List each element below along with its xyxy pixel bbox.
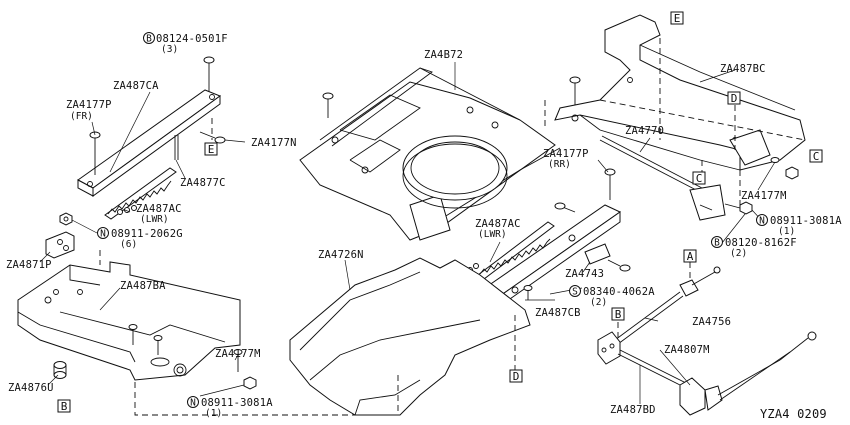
svg-text:B: B [615,308,622,321]
label-za487ca: ZA487CA [113,80,159,92]
label-za4177n: ZA4177N [251,137,297,149]
connector-za487bd [597,331,691,390]
svg-text:E: E [208,143,215,156]
ref-box-b-right: B [611,307,625,321]
bolt-za487bc-top [569,76,581,105]
ref-box-e-left: E [204,142,218,156]
label-08911-3081a-right: 08911-3081A [770,215,842,227]
label-za4871p: ZA4871P [6,259,52,271]
svg-text:C: C [813,150,820,163]
ref-box-a: A [683,249,697,263]
label-08911-3081a-left-qty: (1) [205,408,222,419]
circle-s-08340: S [569,285,581,298]
svg-text:N: N [100,229,106,240]
label-za4726n: ZA4726N [318,249,364,261]
svg-text:B: B [146,34,152,45]
label-za4b72: ZA4B72 [424,49,463,61]
label-za4177m-right: ZA4177M [741,190,787,202]
label-za487ac-mid-sub: (LWR) [478,229,507,240]
svg-text:B: B [61,400,68,413]
bolt-za4177p-rr [604,168,616,200]
label-08124-0501f: 08124-0501F [156,33,228,45]
label-08120-8162f: 08120-8162F [725,237,797,249]
label-08911-2062g-qty: (6) [120,239,137,250]
label-08124-0501f-qty: (3) [161,44,178,55]
leader-lines [39,62,776,404]
circle-b-08124: B [143,32,155,45]
label-za487cb: ZA487CB [535,307,581,319]
cable-za4756 [614,266,721,345]
cover-za4726n [289,257,531,416]
swivel-ring [402,135,508,209]
svg-text:B: B [714,238,720,249]
bracket-za487bc [554,14,806,171]
svg-text:D: D [731,92,738,105]
alignment-lines [99,38,806,416]
bolts-base-plate [128,324,243,372]
circle-n-3081a-right: N [756,214,768,227]
ref-box-c-right: C [809,149,823,163]
label-za4177p-fr: ZA4177P [66,99,112,111]
bracket-za4743 [584,243,631,272]
svg-text:E: E [674,12,681,25]
label-za487ba: ZA487BA [120,280,166,292]
rail-za487ca [77,89,222,197]
circle-n-2062g: N [97,227,109,240]
label-za4177p-rr: ZA4177P [543,148,589,160]
bracket-za4871p [45,231,75,259]
part-za4876u [53,361,67,379]
svg-text:A: A [687,250,694,263]
lever-za4770 [599,135,726,221]
label-08911-3081a-left: 08911-3081A [201,397,273,409]
label-za4877c: ZA4877C [180,177,226,189]
bolt-08120 [724,201,753,215]
svg-text:N: N [759,216,765,227]
svg-text:C: C [696,172,703,185]
bolt-mid-rail [554,202,576,213]
svg-text:S: S [572,287,578,298]
label-za4770: ZA4770 [625,125,664,137]
label-za4177p-fr-sub: (FR) [70,111,93,122]
ref-box-c-mid: C [692,171,706,185]
label-za4177m-left: ZA4177M [215,348,261,360]
label-za4876u: ZA4876U [8,382,54,394]
label-08340-4062a: 08340-4062A [583,286,655,298]
label-za487ac-left: ZA487AC [136,203,182,215]
label-za487ac-left-sub: (LWR) [140,214,169,225]
diagram-code: YZA4 0209 [760,407,827,421]
ref-box-b-left: B [57,399,71,413]
label-08120-8162f-qty: (2) [730,248,747,259]
bolt-za4177n [199,131,226,144]
bolt-za4b72 [322,92,334,118]
label-za487bc: ZA487BC [720,63,766,75]
label-za487ac-mid: ZA487AC [475,218,521,230]
svg-text:D: D [513,370,520,383]
label-za4743: ZA4743 [565,268,604,280]
label-08911-3081a-right-qty: (1) [778,226,795,237]
screw-08340 [523,285,533,300]
svg-text:N: N [190,398,196,409]
label-za4756: ZA4756 [692,316,731,328]
label-08340-4062a-qty: (2) [590,297,607,308]
nut-left [59,212,73,226]
bolt-top-left [203,56,215,92]
label-za4807m: ZA4807M [664,344,710,356]
nut-za4177m-left [243,376,257,390]
nut-za4177m-right [770,157,799,180]
ref-box-e-right: E [670,11,684,25]
label-08911-2062g: 08911-2062G [111,228,183,240]
circle-b-08120: B [711,236,723,249]
label-za487bd: ZA487BD [610,404,656,416]
actuator-za4807m [679,331,817,416]
label-za4177p-rr-sub: (RR) [548,159,571,170]
circle-n-3081a-left: N [187,396,199,409]
ref-box-d-right: D [727,91,741,105]
base-plate-za487ba [17,261,241,381]
strip-za4877c [104,135,179,220]
ref-box-d-mid: D [509,369,523,383]
